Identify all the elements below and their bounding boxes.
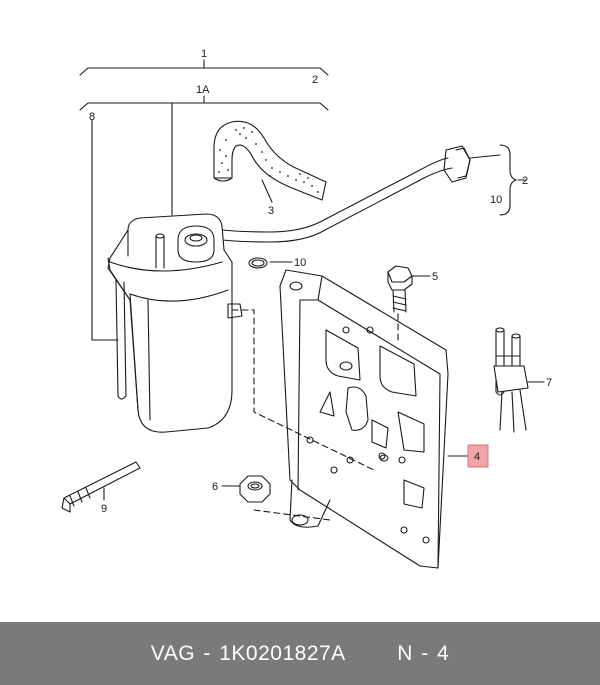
hose-line-2 xyxy=(204,167,453,243)
callout-8: 8 xyxy=(89,111,95,123)
bolt-5 xyxy=(387,265,413,313)
alignment-dashed-3 xyxy=(253,509,331,521)
quick-connector xyxy=(443,145,501,183)
parts-diagram: 1 2 1A 8 3 2 10 10 5 4 7 6 9 xyxy=(61,48,552,569)
leader-3 xyxy=(261,179,273,203)
position-label: N - 4 xyxy=(397,641,450,665)
alignment-dashed-1 xyxy=(231,309,375,471)
o-ring-10 xyxy=(248,257,268,269)
callout-6: 6 xyxy=(212,481,218,493)
cable-tie-9 xyxy=(61,461,141,513)
hose-3 xyxy=(213,120,327,201)
brace-right xyxy=(499,144,517,216)
bracket-1a xyxy=(79,95,329,111)
hose-line xyxy=(204,157,449,233)
callout-5: 5 xyxy=(432,271,438,283)
highlight-box-4 xyxy=(467,444,489,468)
callout-2-top: 2 xyxy=(312,74,318,86)
mounting-plate xyxy=(279,269,449,569)
callout-1: 1 xyxy=(201,48,207,60)
hose-3-speckle xyxy=(218,127,319,193)
nut-6 xyxy=(239,475,271,503)
callout-9: 9 xyxy=(101,503,107,515)
callout-4: 4 xyxy=(474,451,480,463)
callout-10-right: 10 xyxy=(490,194,502,206)
callout-3: 3 xyxy=(268,205,274,217)
footer-bar: VAG - 1K0201827A N - 4 xyxy=(0,622,600,685)
footer-caption: VAG - 1K0201827A N - 4 xyxy=(151,642,449,666)
bracket-1 xyxy=(79,59,329,76)
part-number: 1K0201827A xyxy=(219,641,345,665)
callout-10-oring: 10 xyxy=(294,257,306,269)
clip-7 xyxy=(493,327,529,433)
separator: - xyxy=(203,641,211,665)
leader-8 xyxy=(91,119,119,341)
callout-1a: 1A xyxy=(196,84,210,96)
brand-label: VAG xyxy=(150,641,196,665)
callout-7: 7 xyxy=(546,377,552,389)
callout-2-right: 2 xyxy=(522,175,528,187)
canister xyxy=(107,213,243,433)
